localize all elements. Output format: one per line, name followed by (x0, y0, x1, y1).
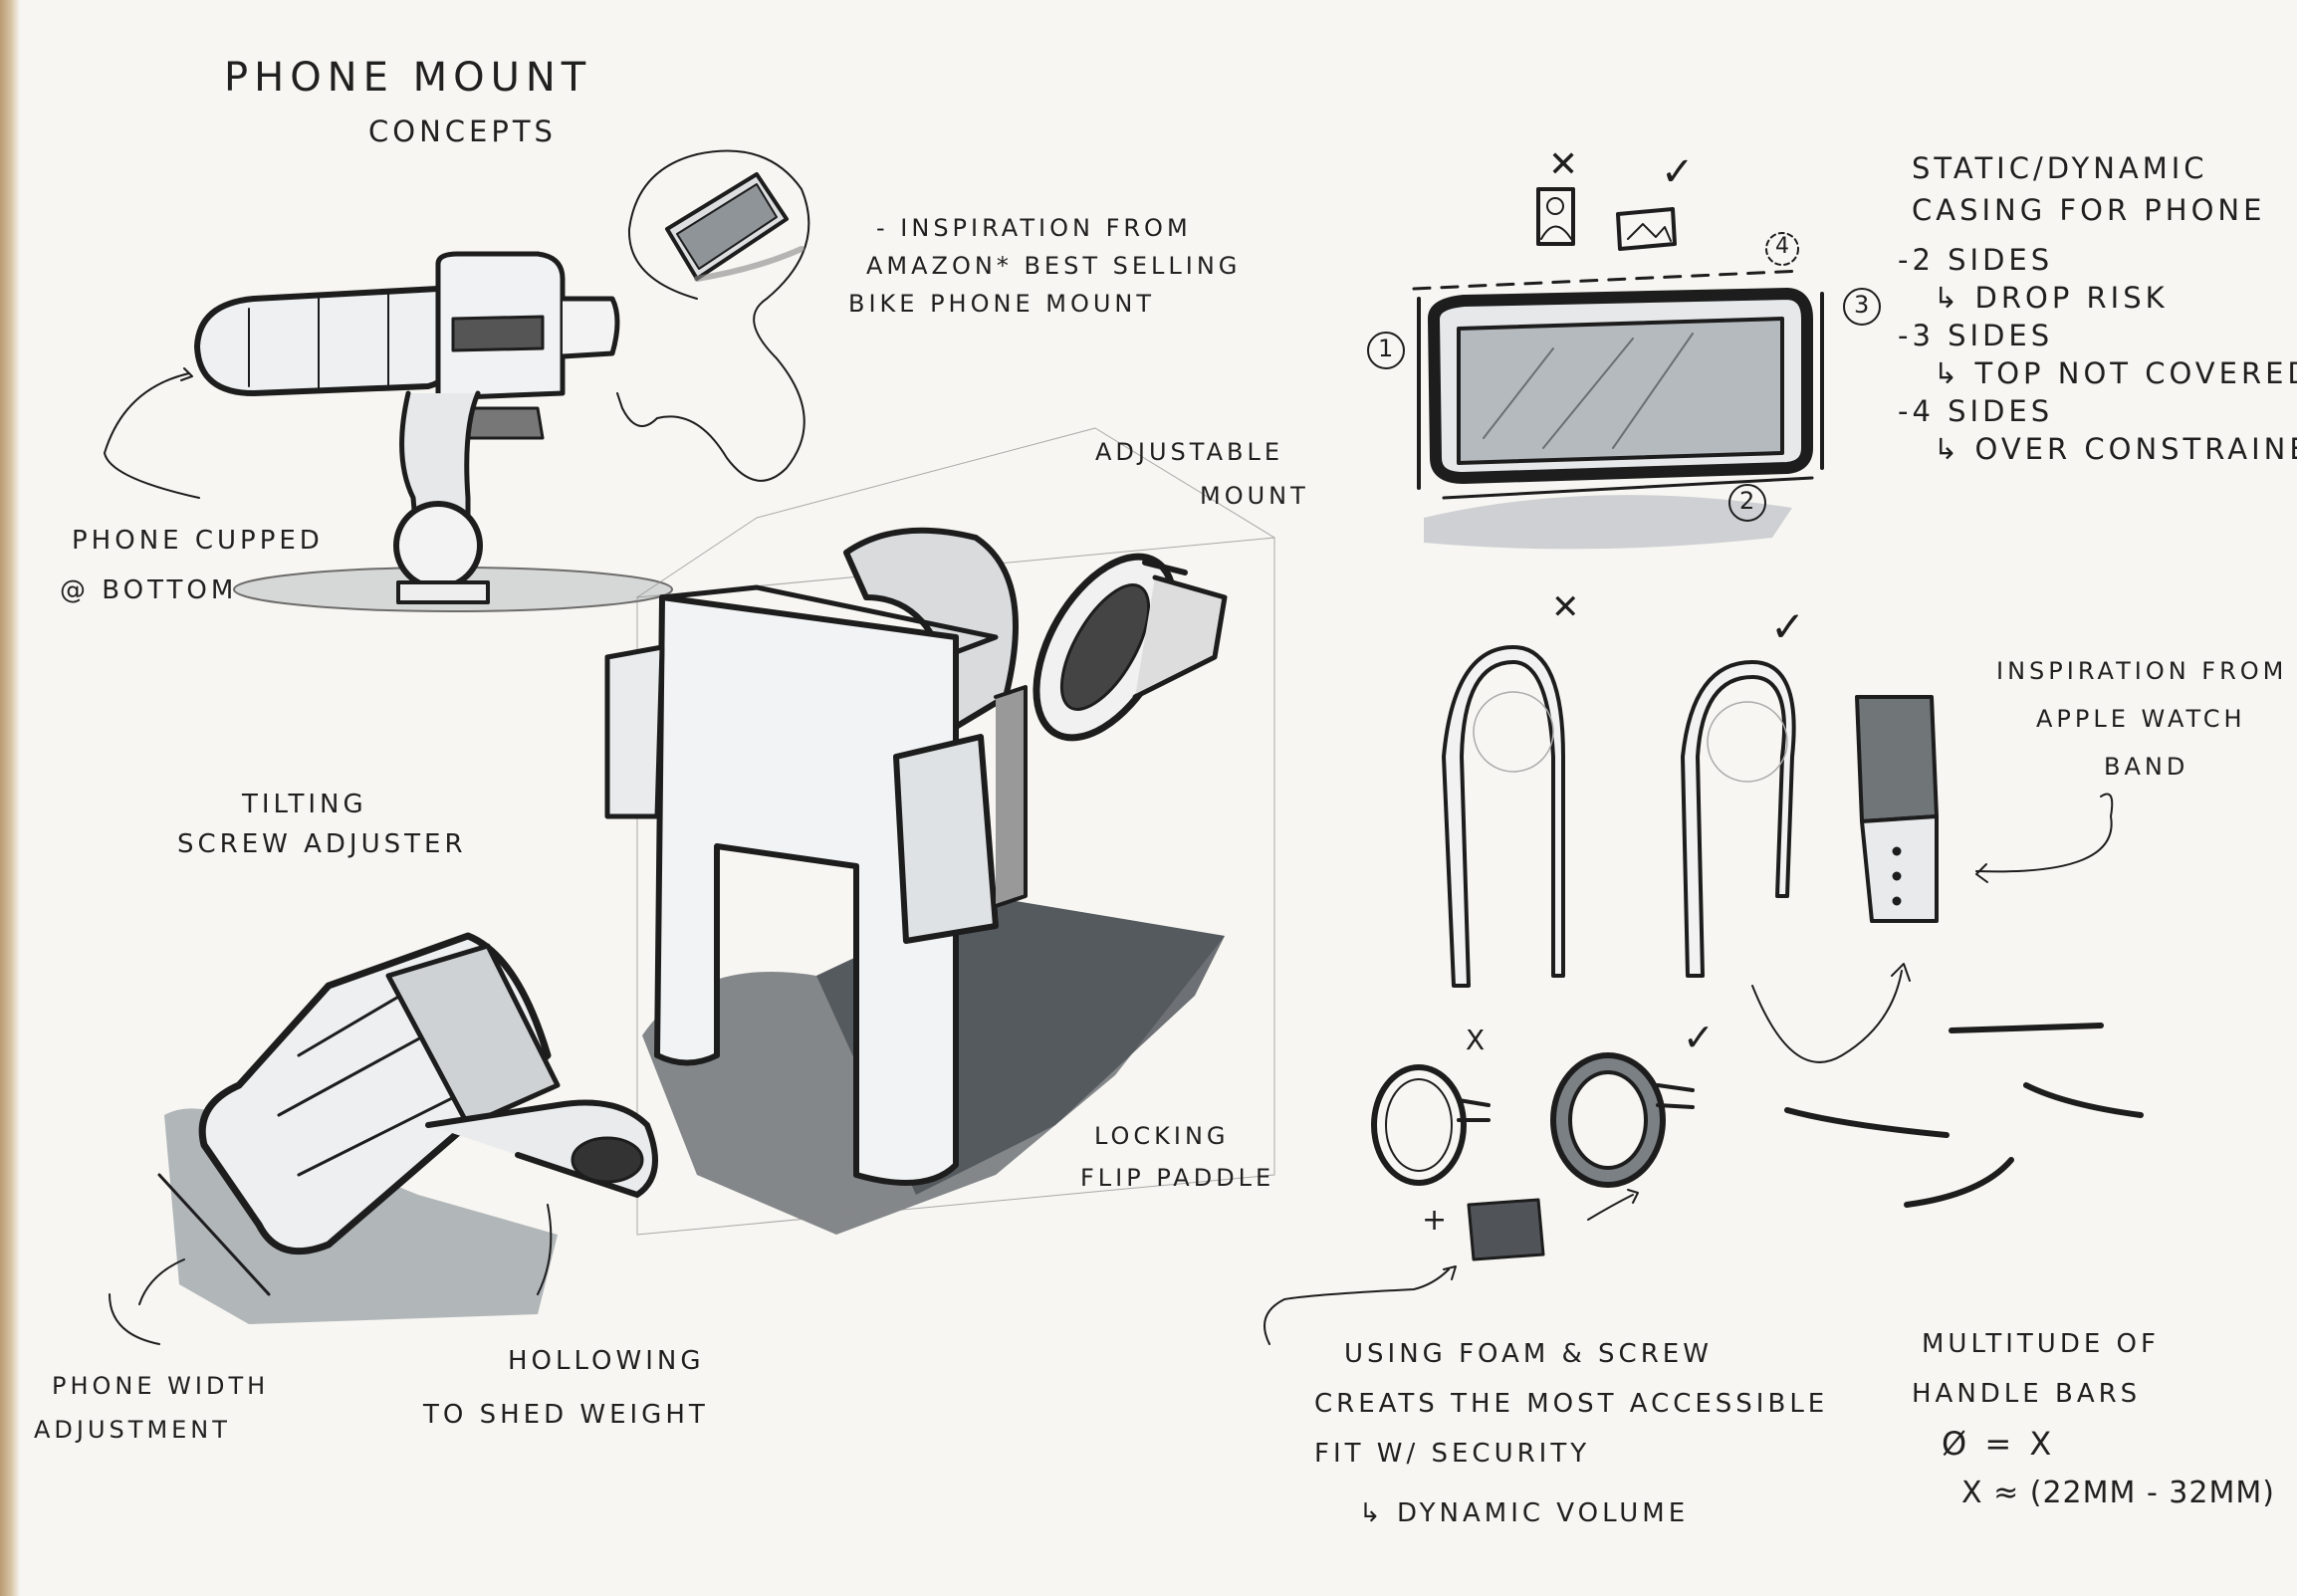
tilting-mount-sketch (109, 932, 658, 1345)
note-foam-screw-line-2: CREATS THE MOST ACCESSIBLE (1314, 1389, 1829, 1419)
central-mount-sketch (604, 427, 1275, 1236)
note-handle-bars-line-1: MULTITUDE OF (1922, 1329, 2160, 1359)
note-inspiration-amazon-line-2: AMAZON* BEST SELLING (866, 252, 1242, 280)
x-band-mark: ✕ (1551, 587, 1580, 627)
note-locking-line-1: LOCKING (1094, 1122, 1230, 1150)
plus-mark: + (1422, 1203, 1448, 1238)
note-foam-screw-line-1: USING FOAM & SCREW (1344, 1339, 1713, 1369)
note-static-dynamic-line-7: -4 SIDES (1898, 394, 2054, 428)
note-phone-width-line-2: ADJUSTMENT (34, 1416, 231, 1444)
note-inspiration-amazon-line-3: BIKE PHONE MOUNT (848, 290, 1156, 318)
note-foam-screw: USING FOAM & SCREW CREATS THE MOST ACCES… (1314, 1329, 1828, 1538)
clamp-sketches (1263, 1023, 2144, 1345)
side-2-label: 2 (1739, 487, 1755, 515)
note-hollowing-line-2: TO SHED WEIGHT (423, 1400, 709, 1430)
note-locking: LOCKING FLIP PADDLE (1080, 1115, 1274, 1199)
note-tilting-line-1: TILTING (242, 790, 367, 819)
check-band-mark: ✓ (1770, 602, 1806, 651)
subtitle: CONCEPTS (368, 114, 557, 148)
note-phone-width-line-1: PHONE WIDTH (52, 1372, 270, 1400)
inspiration-bubble-sketch (616, 149, 810, 482)
note-static-dynamic-line-8: ↳ OVER CONSTRAINED (1934, 432, 2297, 466)
note-hollowing-line-1: HOLLOWING (508, 1346, 705, 1376)
note-phone-width: PHONE WIDTH ADJUSTMENT (34, 1364, 270, 1452)
note-handle-bars: MULTITUDE OF HANDLE BARS Ø = X X ≈ (22mm… (1912, 1319, 2275, 1518)
note-apple-watch-line-3: BAND (2104, 753, 2189, 781)
note-apple-watch: INSPIRATION FROM APPLE WATCH BAND (1996, 647, 2287, 791)
note-foam-screw-line-4: ↳ DYNAMIC VOLUME (1359, 1498, 1690, 1528)
check-landscape-mark: ✓ (1661, 149, 1695, 195)
note-static-dynamic: STATIC/DYNAMIC CASING FOR PHONE -2 SIDES… (1898, 149, 2297, 468)
note-tilting: TILTING SCREW ADJUSTER (177, 785, 467, 864)
note-handle-bars-line-4: X ≈ (22mm - 32mm) (1961, 1476, 2275, 1510)
note-phone-cupped: PHONE CUPPED @ BOTTOM (60, 516, 324, 615)
phone-casing-sketch (1367, 187, 1881, 550)
x-portrait-mark: ✕ (1548, 144, 1579, 185)
check-clamp-mark: ✓ (1683, 1016, 1715, 1059)
note-phone-cupped-line-1: PHONE CUPPED (72, 526, 324, 556)
note-static-dynamic-line-4: ↳ DROP RISK (1934, 281, 2169, 315)
title-line-1: PHONE MOUNT (224, 55, 592, 101)
title-line-2: CONCEPTS (368, 114, 557, 148)
side-3-label: 3 (1854, 291, 1870, 319)
note-inspiration-amazon: - INSPIRATION FROM AMAZON* BEST SELLING … (848, 209, 1241, 323)
note-handle-bars-line-2: HANDLE BARS (1912, 1379, 2142, 1409)
note-static-dynamic-line-6: ↳ TOP NOT COVERED (1934, 356, 2297, 390)
title: PHONE MOUNT (224, 55, 591, 101)
note-hollowing: HOLLOWING TO SHED WEIGHT (423, 1334, 709, 1442)
side-4-label: 4 (1775, 234, 1789, 259)
side-1-label: 1 (1378, 335, 1394, 362)
note-phone-cupped-line-2: @ BOTTOM (60, 575, 238, 605)
note-locking-line-2: FLIP PADDLE (1080, 1164, 1275, 1192)
note-static-dynamic-line-3: -2 SIDES (1898, 243, 2054, 277)
note-apple-watch-line-2: APPLE WATCH (2036, 705, 2246, 733)
paper-edge (0, 0, 20, 1596)
note-handle-bars-line-3: Ø = X (1942, 1425, 2056, 1463)
note-static-dynamic-line-5: -3 SIDES (1898, 319, 2054, 352)
note-adjustable-mount-line-1: ADJUSTABLE (1095, 438, 1283, 466)
note-inspiration-amazon-line-1: - INSPIRATION FROM (876, 214, 1192, 242)
note-foam-screw-line-3: FIT W/ SECURITY (1314, 1439, 1591, 1469)
note-tilting-line-2: SCREW ADJUSTER (177, 829, 467, 859)
bike-phone-mount-sketch (104, 251, 673, 612)
note-apple-watch-line-1: INSPIRATION FROM (1996, 657, 2288, 685)
note-adjustable-mount-line-2: MOUNT (1200, 482, 1309, 510)
note-adjustable-mount: ADJUSTABLE MOUNT (1095, 430, 1309, 518)
band-sketches (1442, 645, 2114, 1063)
note-static-dynamic-line-2: CASING FOR PHONE (1912, 193, 2266, 227)
x-clamp-mark: X (1466, 1024, 1486, 1056)
note-static-dynamic-line-1: STATIC/DYNAMIC (1912, 151, 2208, 185)
